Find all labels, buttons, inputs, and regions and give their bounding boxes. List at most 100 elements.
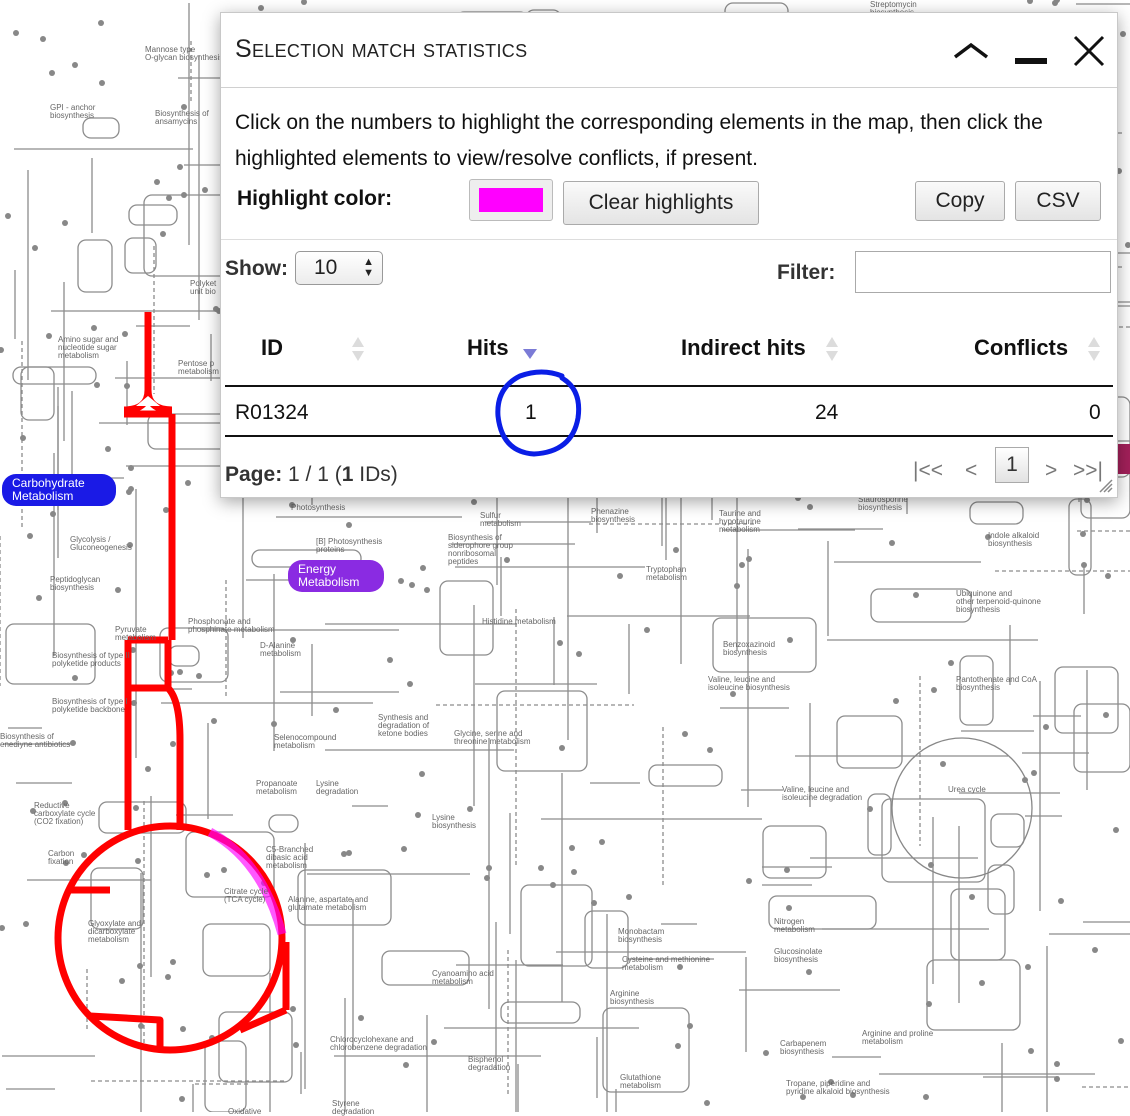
close-button[interactable] bbox=[1069, 31, 1109, 71]
page-info: Page: 1 / 1 (1 IDs) bbox=[225, 463, 398, 487]
map-pathway-label[interactable]: Tropane, piperidine and pyridine alkaloi… bbox=[786, 1079, 890, 1096]
collapse-button[interactable] bbox=[951, 31, 991, 71]
sort-both-icon[interactable] bbox=[1087, 335, 1101, 363]
cell-indirect-hits[interactable]: 24 bbox=[815, 401, 839, 424]
map-pathway-label[interactable]: Arginine and proline metabolism bbox=[862, 1029, 934, 1046]
map-pathway-label[interactable]: Styrene degradation bbox=[332, 1099, 375, 1116]
map-pathway-label[interactable]: Glyoxylate and dicarboxylate metabolism bbox=[88, 919, 141, 944]
map-pathway-label[interactable]: Biosynthesis of siderophore group nonrib… bbox=[448, 533, 513, 566]
page-id-count: 1 bbox=[341, 463, 354, 486]
pager-first[interactable]: |<< bbox=[913, 459, 943, 482]
column-header-hits[interactable]: Hits bbox=[467, 335, 509, 360]
pager-last[interactable]: >>| bbox=[1073, 459, 1103, 482]
select-arrows-icon: ▲▼ bbox=[363, 256, 374, 279]
map-pathway-label[interactable]: Citrate cycle (TCA cycle) bbox=[224, 887, 269, 904]
map-pathway-label[interactable]: Peptidoglycan biosynthesis bbox=[50, 575, 101, 592]
map-pathway-label[interactable]: Biosynthesis of ansamycins bbox=[155, 109, 209, 126]
map-pathway-label[interactable]: Carbapenem biosynthesis bbox=[780, 1039, 827, 1056]
sort-both-icon[interactable] bbox=[351, 335, 365, 363]
map-pathway-label[interactable]: Biosynthesis of type II polyketide produ… bbox=[52, 651, 130, 668]
map-pathway-label[interactable]: Pentose p metabolism bbox=[178, 359, 219, 376]
map-pathway-label[interactable]: Cysteine and methionine metabolism bbox=[622, 955, 711, 972]
map-pathway-label[interactable]: Histidine metabolism bbox=[482, 617, 556, 626]
map-pathway-label[interactable]: Oxidative bbox=[228, 1107, 262, 1116]
map-pathway-label[interactable]: Sulfur metabolism bbox=[480, 511, 521, 528]
category-pill-energy[interactable]: Energy Metabolism bbox=[288, 560, 384, 592]
minimize-button[interactable] bbox=[1011, 31, 1051, 71]
map-pathway-label[interactable]: Glutathione metabolism bbox=[620, 1073, 661, 1090]
map-pathway-label[interactable]: Ubiquinone and other terpenoid-quinone b… bbox=[956, 589, 1041, 614]
map-pathway-label[interactable]: Bisphenol degradation bbox=[468, 1055, 511, 1072]
map-pathway-label[interactable]: Lysine biosynthesis bbox=[432, 813, 477, 830]
map-pathway-label[interactable]: Benzoxazinoid biosynthesis bbox=[723, 640, 776, 657]
annotation-circle bbox=[495, 369, 582, 457]
map-pathway-label[interactable]: Amino sugar and nucleotide sugar metabol… bbox=[58, 335, 119, 360]
cell-conflicts[interactable]: 0 bbox=[1089, 401, 1101, 424]
map-pathway-label[interactable]: Staurosporine biosynthesis bbox=[858, 495, 908, 512]
table-footer-border bbox=[225, 435, 1113, 437]
map-pathway-label[interactable]: Phosphonate and phosphinate metabolism bbox=[188, 617, 275, 634]
map-pathway-label[interactable]: Pyruvate metabolism bbox=[115, 625, 156, 642]
filter-input[interactable] bbox=[855, 251, 1111, 293]
map-pathway-label[interactable]: Cyanoamino acid metabolism bbox=[432, 969, 494, 986]
map-pathway-label[interactable]: Biosynthesis of type I polyketide backbo… bbox=[52, 697, 128, 714]
map-pathway-label[interactable]: Nitrogen metabolism bbox=[774, 917, 815, 934]
dialog-titlebar[interactable]: Selection match statistics bbox=[221, 13, 1117, 88]
magenta-highlight-segment[interactable] bbox=[207, 828, 287, 936]
map-pathway-label[interactable]: Valine, leucine and isoleucine biosynthe… bbox=[708, 675, 790, 692]
pathway-arrow-icon bbox=[136, 396, 160, 406]
map-pathway-label[interactable]: Valine, leucine and isoleucine degradati… bbox=[782, 785, 863, 802]
category-pill-label: Energy Metabolism bbox=[298, 562, 360, 589]
map-pathway-label[interactable]: Arginine biosynthesis bbox=[610, 989, 655, 1006]
map-pathway-label[interactable]: D-Alanine metabolism bbox=[260, 641, 301, 658]
map-pathway-label[interactable]: Phenazine biosynthesis bbox=[591, 507, 636, 524]
map-pathway-label[interactable]: Biosynthesis of enediyne antibiotics bbox=[0, 732, 71, 749]
category-pill-carbohydrate[interactable]: Carbohydrate Metabolism bbox=[2, 474, 116, 506]
map-pathway-label[interactable]: Monobactam biosynthesis bbox=[618, 927, 665, 944]
map-pathway-label[interactable]: Photosynthesis bbox=[291, 503, 346, 512]
map-pathway-label[interactable]: Glycolysis / Gluconeogenesis bbox=[70, 535, 132, 552]
map-pathway-label[interactable]: Glucosinolate biosynthesis bbox=[774, 947, 823, 964]
map-pathway-label[interactable]: GPI - anchor biosynthesis bbox=[50, 103, 96, 120]
map-pathway-label[interactable]: Mannose type O-glycan biosynthesis bbox=[145, 45, 224, 62]
map-pathway-label[interactable]: Polyket unit bio bbox=[190, 279, 217, 296]
sort-descending-icon[interactable] bbox=[523, 343, 537, 371]
pager-next[interactable]: > bbox=[1045, 459, 1058, 482]
map-pathway-label[interactable]: Propanoate metabolism bbox=[256, 779, 298, 796]
highlighted-pathway[interactable] bbox=[54, 312, 290, 1054]
map-pathway-label[interactable]: Chlorocyclohexane and chlorobenzene degr… bbox=[330, 1035, 427, 1052]
pager-prev[interactable]: < bbox=[965, 459, 978, 482]
cell-hits[interactable]: 1 bbox=[525, 401, 537, 424]
highlight-color-picker[interactable] bbox=[469, 179, 553, 221]
page-size-value: 10 bbox=[314, 256, 338, 279]
column-header-indirect-hits[interactable]: Indirect hits bbox=[681, 335, 806, 360]
page-prefix: Page: bbox=[225, 463, 283, 486]
map-pathway-label[interactable]: Selenocompound metabolism bbox=[274, 733, 337, 750]
page-count-close: IDs) bbox=[353, 463, 398, 486]
selection-match-statistics-dialog: Selection match statistics Click on the … bbox=[220, 12, 1118, 498]
sort-both-icon[interactable] bbox=[825, 335, 839, 363]
map-pathway-label[interactable]: Pantothenate and CoA biosynthesis bbox=[956, 675, 1037, 692]
map-pathway-label[interactable]: Indole alkaloid biosynthesis bbox=[988, 531, 1040, 548]
column-header-conflicts[interactable]: Conflicts bbox=[974, 335, 1069, 360]
map-pathway-label[interactable]: Reductive carboxylate cycle (CO2 fixatio… bbox=[34, 801, 96, 826]
map-pathway-label[interactable]: Urea cycle bbox=[948, 785, 986, 794]
copy-button[interactable]: Copy bbox=[915, 181, 1005, 221]
pager-current-page[interactable]: 1 bbox=[995, 447, 1029, 483]
resize-grip-icon[interactable] bbox=[1099, 479, 1113, 493]
map-pathway-label[interactable]: Carbon fixation bbox=[48, 849, 75, 866]
column-header-id[interactable]: ID bbox=[261, 335, 283, 360]
dialog-instructions: Click on the numbers to highlight the co… bbox=[235, 111, 1043, 170]
map-pathway-label[interactable]: Alanine, aspartate and glutamate metabol… bbox=[288, 895, 369, 912]
map-pathway-label[interactable]: Taurine and hypotaurine metabolism bbox=[719, 509, 761, 534]
map-pathway-label[interactable]: Synthesis and degradation of ketone bodi… bbox=[378, 713, 430, 738]
map-pathway-label[interactable]: Lysine degradation bbox=[316, 779, 359, 796]
map-pathway-label[interactable]: C5-Branched dibasic acid metabolism bbox=[266, 845, 314, 870]
map-pathway-label[interactable]: Tryptophan metabolism bbox=[646, 565, 687, 582]
clear-highlights-button[interactable]: Clear highlights bbox=[563, 181, 759, 225]
map-pathway-label[interactable]: [B] Photosynthesis proteins bbox=[316, 537, 383, 554]
map-pathway-label[interactable]: Glycine, serine and threonine metabolism bbox=[454, 729, 531, 746]
csv-button[interactable]: CSV bbox=[1015, 181, 1101, 221]
page-size-select[interactable]: 10 ▲▼ bbox=[295, 251, 383, 285]
offscreen-pathway-tag[interactable] bbox=[1118, 444, 1130, 474]
